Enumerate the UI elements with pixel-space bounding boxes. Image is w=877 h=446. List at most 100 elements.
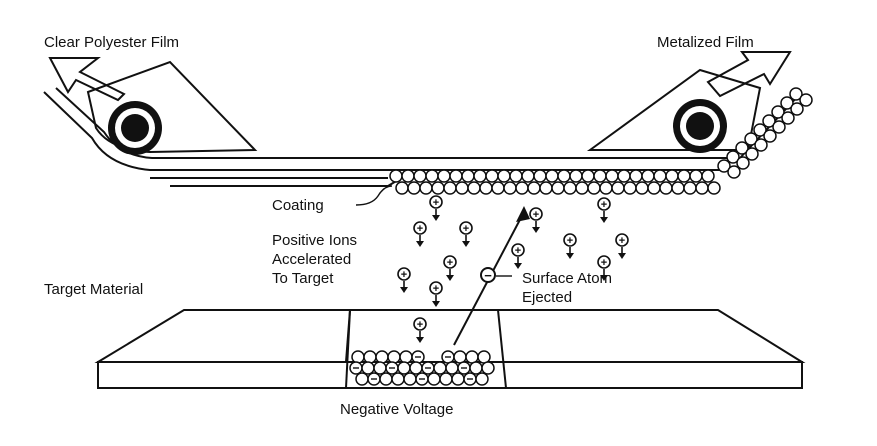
target-atom [475, 372, 489, 386]
coating-bead [425, 169, 439, 183]
coating-bead [641, 169, 655, 183]
positive-ion: + [563, 233, 577, 259]
coating-bead [401, 169, 415, 183]
coating-bead [575, 181, 589, 195]
target-atom [409, 361, 423, 375]
target-atom [477, 350, 491, 364]
svg-text:+: + [533, 209, 539, 221]
svg-text:+: + [433, 197, 439, 209]
coating-bead [557, 169, 571, 183]
coating-bead [659, 181, 673, 195]
coating-bead [467, 181, 481, 195]
target-atom [465, 350, 479, 364]
target-atom [415, 372, 429, 386]
target-atom [453, 350, 467, 364]
positive-ion: + [413, 317, 427, 343]
target-atom [439, 372, 453, 386]
coating-bead [665, 169, 679, 183]
target-atom [379, 372, 393, 386]
coating-bead [533, 169, 547, 183]
target-atom [373, 361, 387, 375]
coating-bead [545, 169, 559, 183]
coating-bead [521, 169, 535, 183]
target-atom [375, 350, 389, 364]
right-roller [673, 99, 727, 153]
coating-bead [677, 169, 691, 183]
coating-label: Coating [272, 197, 324, 214]
target-atom [463, 372, 477, 386]
coating-bead [771, 105, 785, 119]
target-atom [399, 350, 413, 364]
svg-text:+: + [401, 269, 407, 281]
positive-ion: + [459, 221, 473, 247]
target-atom [427, 372, 441, 386]
coating-bead [780, 96, 794, 110]
target-atom [445, 361, 459, 375]
coating-bead [707, 181, 721, 195]
svg-text:+: + [601, 199, 607, 211]
coating-bead [671, 181, 685, 195]
coating-bead [413, 169, 427, 183]
coating-bead [437, 169, 451, 183]
coating-bead [395, 181, 409, 195]
coating-bead [683, 181, 697, 195]
coating-bead [735, 141, 749, 155]
coating-bead [509, 169, 523, 183]
positive-ion: + [413, 221, 427, 247]
coating-bead [772, 120, 786, 134]
clear-polyester-film-label: Clear Polyester Film [44, 34, 179, 51]
positive-ion: + [529, 207, 543, 233]
coating-bead [754, 138, 768, 152]
metalized-film-outlet-arrow [706, 51, 792, 98]
svg-text:+: + [619, 235, 625, 247]
coating-bead [389, 169, 403, 183]
positive-ion: + [511, 243, 525, 269]
coating-bead [790, 102, 804, 116]
coating-bead [753, 123, 767, 137]
coating-bead [701, 169, 715, 183]
target-atom [367, 372, 381, 386]
svg-text:+: + [515, 245, 521, 257]
positive-ion: + [443, 255, 457, 281]
coating-bead [647, 181, 661, 195]
surface-atom-label-line2: Ejected [522, 289, 572, 306]
coating-bead [781, 111, 795, 125]
left-roller [108, 101, 162, 155]
target-atom [403, 372, 417, 386]
positive-ions-label-line1: Positive Ions [272, 232, 357, 249]
target-atoms [349, 350, 495, 386]
positive-ion: + [597, 197, 611, 223]
coating-bead [763, 129, 777, 143]
coating-bead [449, 169, 463, 183]
coating-beads [389, 87, 813, 195]
coating-bead [407, 181, 421, 195]
coating-bead [539, 181, 553, 195]
coating-bead [762, 114, 776, 128]
coating-bead [599, 181, 613, 195]
coating-bead [563, 181, 577, 195]
target-atom [385, 361, 399, 375]
svg-text:+: + [417, 319, 423, 331]
coating-bead [611, 181, 625, 195]
target-atom [451, 372, 465, 386]
coating-bead [461, 169, 475, 183]
target-atom [351, 350, 365, 364]
target-material-label: Target Material [44, 281, 143, 298]
coating-leader-line [355, 185, 393, 206]
coating-bead [503, 181, 517, 195]
coating-bead [419, 181, 433, 195]
svg-text:+: + [463, 223, 469, 235]
positive-ion: + [429, 281, 443, 307]
positive-ions: +++++++++++++ [397, 195, 629, 343]
target-atom [411, 350, 425, 364]
svg-text:+: + [417, 223, 423, 235]
coating-bead [479, 181, 493, 195]
coating-bead [431, 181, 445, 195]
svg-text:+: + [601, 257, 607, 269]
positive-ions-label-line2: Accelerated [272, 251, 351, 268]
positive-ion: + [397, 267, 411, 293]
svg-text:+: + [567, 235, 573, 247]
coating-bead [653, 169, 667, 183]
target-atom [387, 350, 401, 364]
coating-bead [473, 169, 487, 183]
